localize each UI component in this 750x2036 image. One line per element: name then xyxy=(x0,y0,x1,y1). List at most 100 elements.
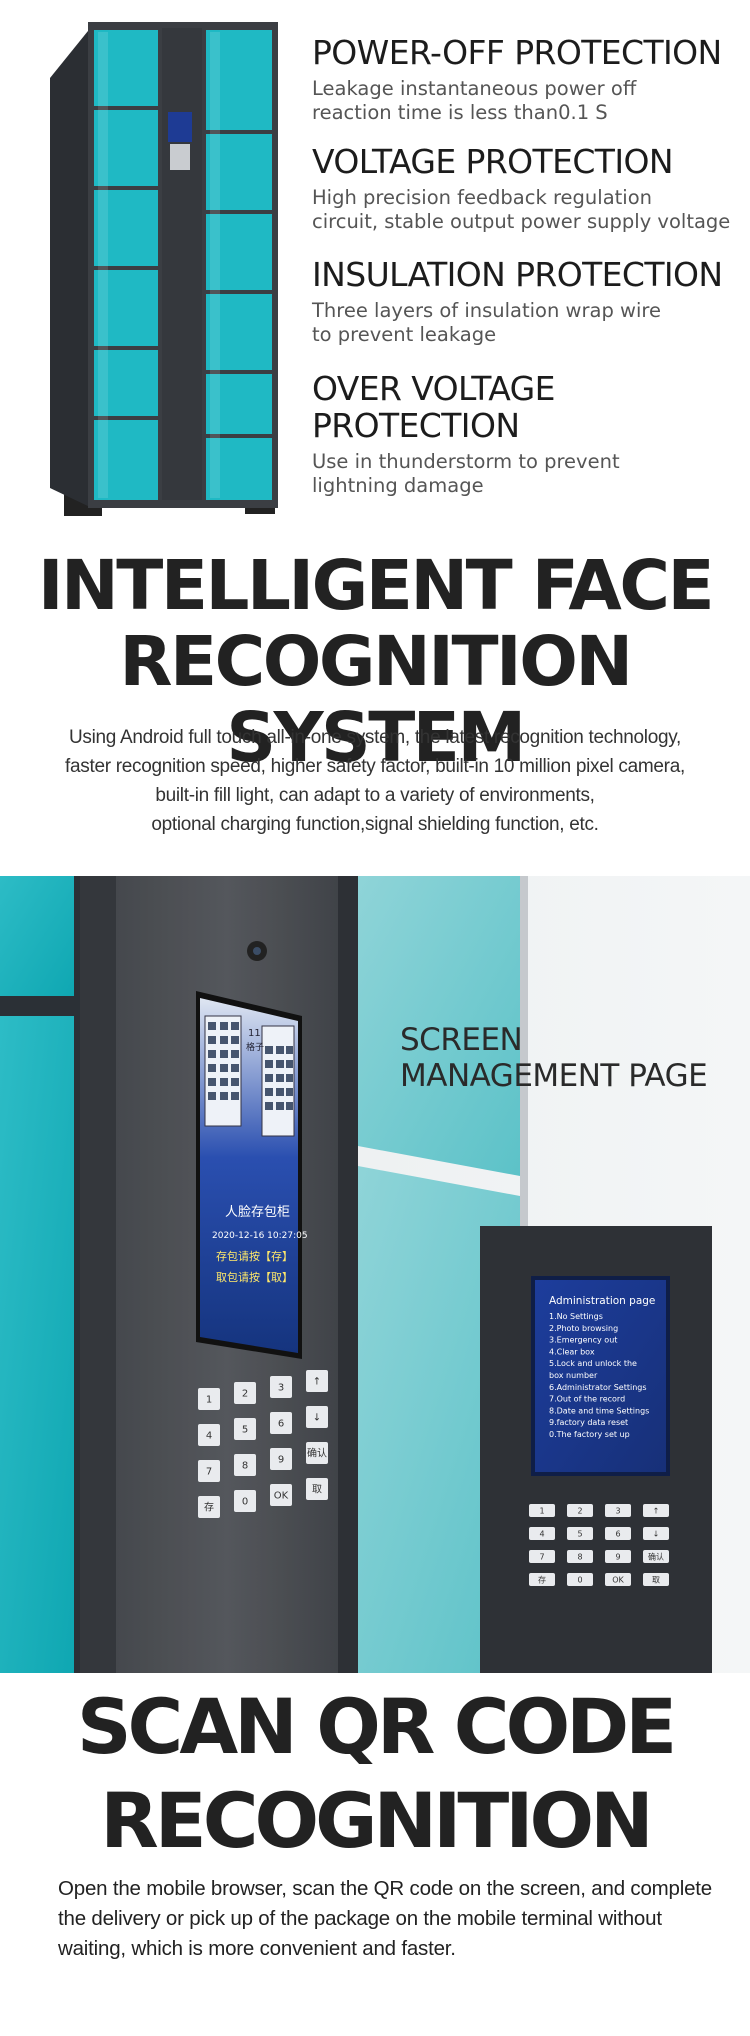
kiosk-store-instruction: 存包请按【存】 xyxy=(216,1249,293,1263)
admin-key xyxy=(643,1550,669,1563)
admin-key-label: 6 xyxy=(615,1529,620,1538)
admin-key xyxy=(529,1573,555,1586)
kiosk-key xyxy=(234,1418,256,1440)
admin-key-label: 7 xyxy=(539,1552,544,1561)
feature-desc: Three layers of insulation wrap wire to … xyxy=(312,299,661,346)
admin-key-label: 5 xyxy=(577,1529,582,1538)
kiosk-key xyxy=(270,1448,292,1470)
feature-title: VOLTAGE PROTECTION xyxy=(312,142,674,181)
kiosk-key-label: 4 xyxy=(206,1431,212,1442)
admin-menu-item: 0.The factory set up xyxy=(549,1430,630,1439)
admin-menu-item: 6.Administrator Settings xyxy=(549,1383,647,1392)
kiosk-key xyxy=(198,1460,220,1482)
kiosk-key-label: 确认 xyxy=(307,1447,327,1460)
kiosk-key xyxy=(234,1490,256,1512)
admin-key-label: 存 xyxy=(538,1574,546,1584)
kiosk-key xyxy=(270,1412,292,1434)
admin-menu-item: 9.factory data reset xyxy=(549,1418,628,1427)
admin-key xyxy=(567,1504,593,1517)
kiosk-key xyxy=(306,1370,328,1392)
admin-key xyxy=(605,1527,631,1540)
admin-key-label: ↑ xyxy=(653,1506,660,1515)
qr-code-title: SCAN QR CODE RECOGNITION xyxy=(76,1682,677,1865)
admin-menu-item: 3.Emergency out xyxy=(549,1336,617,1345)
kiosk-key xyxy=(234,1454,256,1476)
kiosk-take-instruction: 取包请按【取】 xyxy=(216,1270,293,1284)
face-recognition-title: INTELLIGENT FACE RECOGNITION SYSTEM xyxy=(37,546,715,778)
kiosk-key-label: 取 xyxy=(312,1484,322,1496)
admin-key xyxy=(529,1550,555,1563)
admin-menu-item: 8.Date and time Settings xyxy=(549,1406,649,1415)
kiosk-key-label: 3 xyxy=(278,1383,284,1394)
kiosk-key xyxy=(306,1478,328,1500)
kiosk-key-label: 7 xyxy=(206,1467,212,1478)
admin-key xyxy=(529,1527,555,1540)
kiosk-screen-datetime: 2020-12-16 10:27:05 xyxy=(212,1231,308,1241)
feature-desc: Use in thunderstorm to prevent lightning… xyxy=(312,450,620,497)
admin-key xyxy=(605,1504,631,1517)
admin-keypad: 1 2 3 ↑ 4 5 6 ↓ 7 8 9 确认存 0 OK 取 xyxy=(529,1504,669,1586)
kiosk-key-label: 6 xyxy=(278,1419,284,1430)
admin-key xyxy=(605,1573,631,1586)
kiosk-key xyxy=(234,1382,256,1404)
admin-menu-item: box number xyxy=(549,1371,598,1380)
admin-screen-title: Administration page xyxy=(549,1295,655,1307)
admin-key xyxy=(643,1573,669,1586)
feature-voltage: VOLTAGE PROTECTION High precision feedba… xyxy=(312,143,732,234)
kiosk-keypad: 1 2 3 ↑ 4 5 6 ↓ 7 8 9 确认存 0 OK 取 xyxy=(198,1370,328,1518)
kiosk-box-label: 格子 xyxy=(246,1041,264,1053)
qr-code-description: Open the mobile browser, scan the QR cod… xyxy=(58,1877,712,1960)
feature-desc: High precision feedback regulation circu… xyxy=(312,186,731,233)
kiosk-key xyxy=(270,1484,292,1506)
admin-key xyxy=(567,1527,593,1540)
admin-key-label: OK xyxy=(612,1575,624,1584)
admin-key-label: 取 xyxy=(652,1575,660,1584)
kiosk-key xyxy=(198,1496,220,1518)
admin-key xyxy=(605,1550,631,1563)
admin-key xyxy=(529,1504,555,1517)
kiosk-screen-photo: 11 格子 人脸存包柜 2020-12-16 10:27:05 存包请按【存】 … xyxy=(0,876,750,1673)
admin-menu-item: 1.No Settings xyxy=(549,1312,603,1321)
feature-title: OVER VOLTAGE PROTECTION xyxy=(312,369,555,445)
admin-menu-item: 7.Out of the record xyxy=(549,1395,625,1404)
locker-cabinet-image xyxy=(50,22,278,516)
admin-key-label: 确认 xyxy=(648,1551,664,1561)
feature-power-off: POWER-OFF PROTECTION Leakage instantaneo… xyxy=(312,34,732,125)
screen-management-label: SCREEN MANAGEMENT PAGE xyxy=(400,1022,708,1094)
kiosk-key xyxy=(306,1406,328,1428)
kiosk-key-label: OK xyxy=(274,1491,289,1502)
admin-menu-item: 5.Lock and unlock the xyxy=(549,1359,637,1368)
admin-key-label: 0 xyxy=(577,1575,582,1584)
admin-key xyxy=(567,1550,593,1563)
kiosk-key-label: 存 xyxy=(204,1501,214,1514)
kiosk-key-label: ↑ xyxy=(313,1377,321,1388)
admin-key-label: 9 xyxy=(615,1552,620,1561)
admin-key-label: 8 xyxy=(577,1552,582,1561)
kiosk-key-label: 5 xyxy=(242,1425,248,1436)
kiosk-key-label: 1 xyxy=(206,1395,212,1406)
admin-menu-item: 2.Photo browsing xyxy=(549,1324,618,1333)
admin-key-label: ↓ xyxy=(653,1529,660,1538)
admin-screen: Administration page 1.No Settings 2.Photo … xyxy=(549,1295,655,1439)
kiosk-key-label: 2 xyxy=(242,1389,248,1400)
kiosk-key-label: 8 xyxy=(242,1461,248,1472)
admin-key xyxy=(643,1527,669,1540)
kiosk-box-number: 11 xyxy=(248,1028,261,1039)
admin-key-label: 2 xyxy=(577,1506,582,1515)
protection-section: POWER-OFF PROTECTION Leakage instantaneo… xyxy=(0,0,750,540)
face-recognition-description: Using Android full touch all-in-one syst… xyxy=(65,727,685,835)
admin-key-label: 4 xyxy=(539,1529,544,1538)
kiosk-key xyxy=(198,1388,220,1410)
admin-key-label: 1 xyxy=(539,1506,544,1515)
kiosk-key-label: 0 xyxy=(242,1497,248,1508)
kiosk-screen-title: 人脸存包柜 xyxy=(225,1205,290,1220)
admin-key xyxy=(567,1573,593,1586)
feature-title: INSULATION PROTECTION xyxy=(312,255,723,294)
admin-key-label: 3 xyxy=(615,1506,620,1515)
kiosk-key-label: ↓ xyxy=(313,1413,321,1424)
feature-over-voltage: OVER VOLTAGE PROTECTION Use in thunderst… xyxy=(312,370,732,498)
feature-title: POWER-OFF PROTECTION xyxy=(312,33,722,72)
kiosk-key-label: 9 xyxy=(278,1455,284,1466)
kiosk-key xyxy=(306,1442,328,1464)
admin-key xyxy=(643,1504,669,1517)
